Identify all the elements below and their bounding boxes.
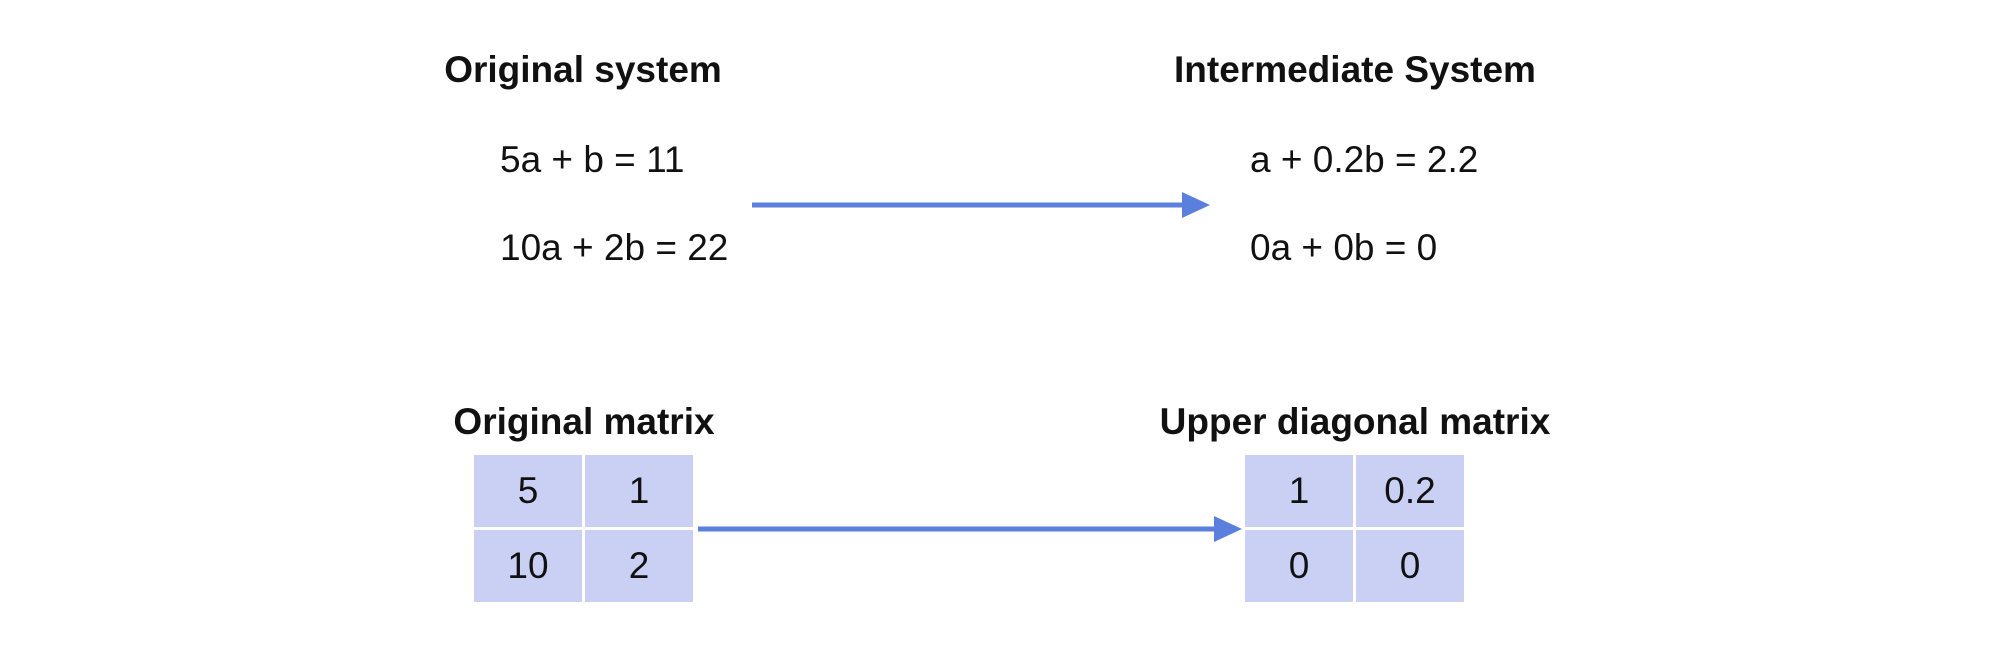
intermediate-system-heading: Intermediate System	[1174, 49, 1536, 90]
matrix-cell: 1	[585, 455, 693, 527]
original-matrix-heading: Original matrix	[453, 401, 715, 442]
matrix-cell: 1	[1245, 455, 1353, 527]
original-system-heading: Original system	[444, 49, 722, 90]
original-equation-1: 5a + b = 11	[500, 139, 685, 180]
upper-diagonal-matrix-heading: Upper diagonal matrix	[1159, 401, 1551, 442]
matrix-cell: 0.2	[1356, 455, 1464, 527]
intermediate-equation-1: a + 0.2b = 2.2	[1250, 139, 1479, 180]
intermediate-equation-2: 0a + 0b = 0	[1250, 227, 1438, 268]
original-matrix: 5 1 10 2	[474, 455, 693, 602]
matrix-cell: 2	[585, 530, 693, 602]
original-equation-2: 10a + 2b = 22	[500, 227, 729, 268]
matrix-cell: 5	[474, 455, 582, 527]
matrix-cell: 0	[1356, 530, 1464, 602]
upper-diagonal-matrix: 1 0.2 0 0	[1245, 455, 1464, 602]
matrix-cell: 10	[474, 530, 582, 602]
right-arrow-icon	[698, 516, 1242, 542]
right-arrow-icon	[752, 192, 1210, 218]
matrix-cell: 0	[1245, 530, 1353, 602]
